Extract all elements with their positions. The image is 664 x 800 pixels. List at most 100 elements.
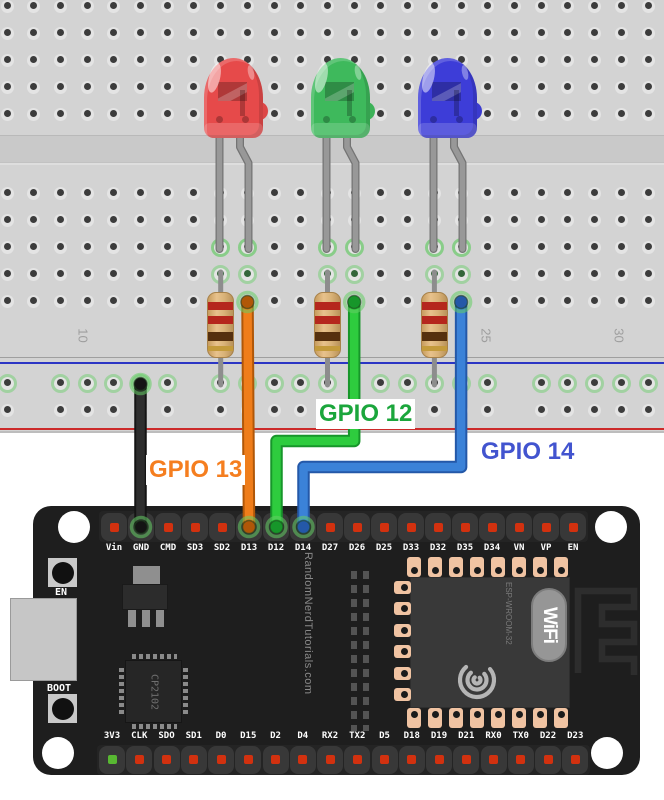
breadboard-hole — [187, 213, 201, 227]
breadboard-hole — [107, 267, 121, 281]
breadboard-hole — [27, 186, 41, 200]
breadboard-rail-hole — [80, 403, 94, 417]
gpio14-wire — [299, 298, 466, 530]
pin-label-GND: GND — [132, 543, 150, 553]
gnd-wire-connector-ring — [129, 372, 152, 396]
gpio13-wire-connector-ring — [236, 290, 259, 314]
breadboard-hole — [534, 80, 548, 94]
breadboard-hole — [267, 294, 281, 308]
gpio12-wire-connector — [269, 519, 284, 535]
breadboard-hole — [401, 80, 415, 94]
breadboard-hole — [454, 26, 468, 40]
pin-D22 — [543, 754, 553, 764]
breadboard-hole — [401, 240, 415, 254]
breadboard-hole — [160, 107, 174, 121]
led-leg — [344, 133, 359, 252]
pin-label-D4: D4 — [297, 731, 309, 741]
module-pad — [407, 708, 421, 728]
module-pad — [449, 557, 463, 577]
pin-D5 — [380, 754, 389, 764]
pin-label-SD2: SD2 — [213, 543, 231, 553]
breadboard-hole — [481, 267, 495, 281]
breadboard-hole — [187, 53, 201, 67]
breadboard-hole — [294, 294, 308, 308]
breadboard-hole — [53, 26, 67, 40]
breadboard-hole — [134, 80, 148, 94]
breadboard-hole — [534, 267, 548, 281]
breadboard-hole — [561, 26, 575, 40]
breadboard-hole — [561, 0, 575, 13]
breadboard-hole — [481, 53, 495, 67]
breadboard-hole — [534, 213, 548, 227]
pin-RX2 — [325, 754, 335, 764]
pin-D2 — [271, 754, 280, 764]
gpio14-wire-connector-ring — [449, 290, 473, 314]
breadboard-hole — [160, 26, 174, 40]
pin-label-D13: D13 — [240, 543, 258, 553]
breadboard-hole — [401, 53, 415, 67]
breadboard-hole — [0, 267, 14, 281]
breadboard-hole — [160, 213, 174, 227]
breadboard-hole — [27, 80, 41, 94]
breadboard-hole — [374, 26, 388, 40]
pin-D33 — [406, 522, 416, 532]
breadboard-hole — [53, 213, 67, 227]
pin-label-RX0: RX0 — [485, 731, 502, 741]
breadboard-hole — [481, 0, 495, 13]
breadboard-hole — [641, 26, 655, 40]
green-led — [311, 58, 375, 138]
breadboard-hole — [641, 0, 655, 13]
pin-D18 — [407, 754, 417, 764]
breadboard-hole — [80, 294, 94, 308]
connected-hole-ring — [344, 264, 364, 284]
breadboard-hole — [374, 186, 388, 200]
gpio12-wire-connector-ring — [342, 290, 366, 314]
pin-label-SDO: SDO — [158, 731, 175, 741]
breadboard-hole — [134, 107, 148, 121]
breadboard-hole — [134, 267, 148, 281]
connected-hole-ring — [157, 373, 177, 393]
breadboard-hole — [80, 186, 94, 200]
breadboard-hole — [294, 0, 308, 13]
pin-TX2 — [352, 754, 362, 764]
breadboard-hole — [534, 186, 548, 200]
breadboard-hole — [561, 53, 575, 67]
breadboard-hole — [481, 26, 495, 40]
connected-hole-ring — [478, 373, 498, 393]
pin-D27 — [325, 522, 335, 532]
breadboard-hole — [534, 294, 548, 308]
breadboard-rail-hole — [641, 403, 655, 417]
breadboard-hole — [107, 80, 121, 94]
breadboard-hole — [374, 107, 388, 121]
board-dashed-line — [363, 571, 369, 731]
breadboard-hole — [614, 294, 628, 308]
breadboard-hole — [481, 213, 495, 227]
pin-SDO — [162, 754, 171, 764]
module-label: ESP-WROOM-32 — [504, 582, 513, 645]
breadboard-hole — [53, 294, 67, 308]
pin-Vin — [109, 522, 119, 532]
breadboard-hole — [0, 0, 14, 13]
resistor-band — [315, 316, 340, 324]
breadboard-hole — [507, 240, 521, 254]
breadboard-hole — [401, 294, 415, 308]
pin-label-D19: D19 — [430, 731, 448, 741]
breadboard-hole — [614, 107, 628, 121]
breadboard-hole — [80, 53, 94, 67]
module-pad — [554, 708, 568, 728]
pin-CLK — [134, 754, 144, 764]
breadboard-hole — [534, 26, 548, 40]
pin-label-D23: D23 — [567, 731, 584, 741]
pin-D32 — [433, 522, 443, 532]
breadboard-rail-hole — [53, 403, 67, 417]
connected-hole-ring — [398, 373, 418, 393]
breadboard-hole — [0, 240, 14, 254]
gpio14-label: GPIO 14 — [478, 437, 578, 467]
breadboard-hole — [294, 107, 308, 121]
module-pad — [554, 557, 568, 577]
breadboard-hole — [588, 267, 602, 281]
connected-hole-ring — [531, 373, 551, 393]
led-leg — [451, 133, 466, 252]
breadboard-rail-hole — [427, 403, 441, 417]
